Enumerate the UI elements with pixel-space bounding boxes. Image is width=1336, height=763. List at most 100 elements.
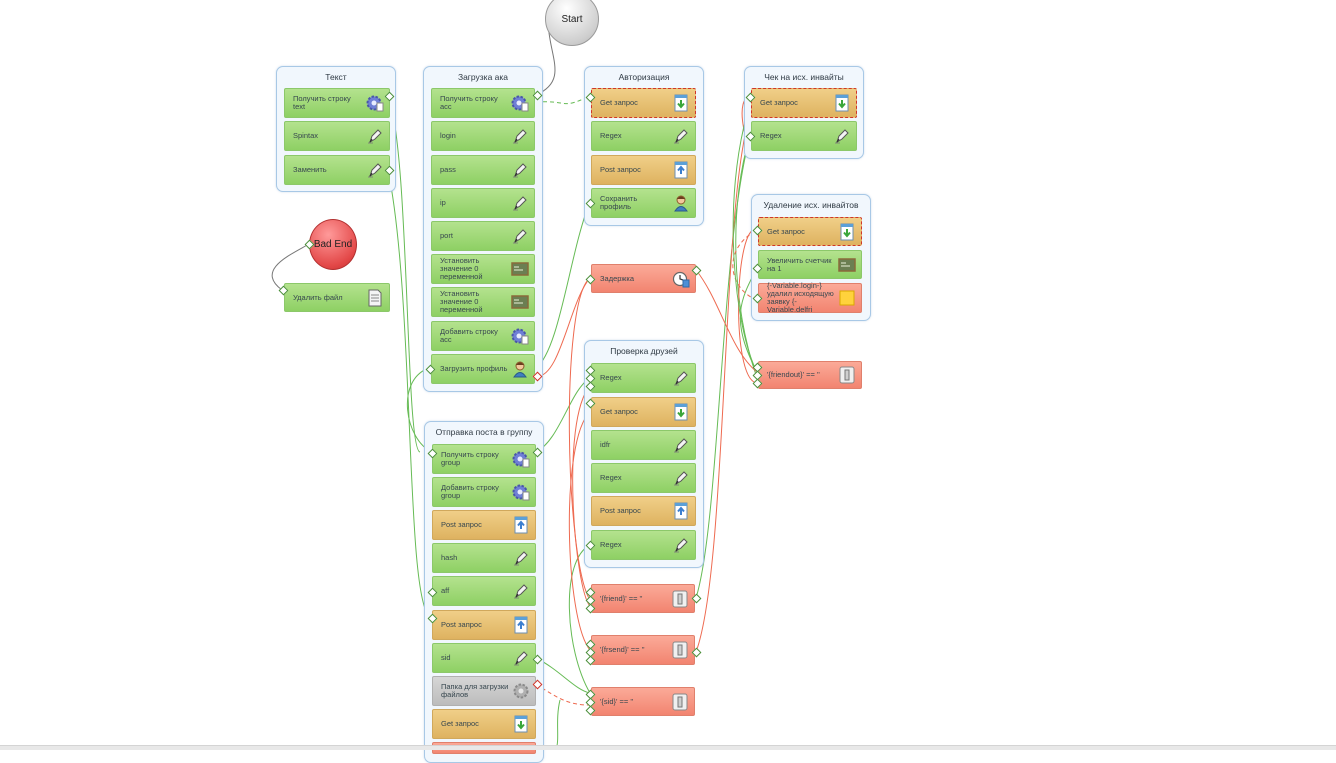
wire-delay-to-out [695, 269, 758, 373]
action-node-p5[interactable]: Post запрос [591, 496, 696, 526]
group-title: Чек на исх. инвайты [764, 72, 844, 82]
action-node-z4[interactable]: ip [431, 188, 535, 218]
action-node-a1[interactable]: Get запрос [591, 88, 696, 118]
wire-friend-to-check [695, 135, 751, 599]
action-node-if2[interactable]: '{friend}' == '' [591, 584, 695, 613]
start-node[interactable]: Start [545, 0, 599, 46]
action-label: Regex [600, 373, 622, 382]
action-label: Regex [760, 131, 782, 140]
action-node-z2[interactable]: login [431, 121, 535, 151]
action-label: Задержка [600, 273, 635, 283]
action-node-t3[interactable]: Заменить [284, 155, 390, 185]
download-icon [672, 403, 690, 421]
action-node-p6[interactable]: Regex [591, 530, 696, 560]
group-title: Авторизация [618, 72, 670, 82]
action-node-a4[interactable]: Сохранить профиль [591, 188, 696, 218]
action-label: Get запрос [600, 98, 638, 107]
action-node-zad[interactable]: Задержка [591, 264, 696, 293]
switch-icon [671, 641, 689, 659]
action-node-c2[interactable]: Regex [751, 121, 857, 151]
pen-icon [672, 127, 690, 145]
pen-icon [672, 369, 690, 387]
action-label: '{sid}' == '' [600, 696, 634, 706]
action-node-u2[interactable]: Увеличить счетчик на 1 [758, 250, 862, 279]
action-node-z9[interactable]: Загрузить профиль [431, 354, 535, 384]
start-label: Start [561, 13, 583, 25]
wire-frsend-to-get [695, 99, 758, 653]
download-icon [838, 223, 856, 241]
action-node-z6[interactable]: Установить значение 0 переменной [431, 254, 535, 284]
action-node-p3[interactable]: idfr [591, 430, 696, 460]
switch-icon [671, 693, 689, 711]
action-node-a2[interactable]: Regex [591, 121, 696, 151]
action-node-z3[interactable]: pass [431, 155, 535, 185]
action-label: port [440, 231, 453, 240]
upload-icon [512, 516, 530, 534]
action-label: Spintax [293, 131, 319, 140]
action-node-z7[interactable]: Установить значение 0 переменной [431, 287, 535, 317]
action-node-o6[interactable]: Post запрос [432, 610, 536, 640]
gear-gray-icon [512, 682, 530, 700]
pen-icon [511, 161, 529, 179]
action-label: '{friend}' == '' [600, 593, 643, 603]
group-title: Текст [325, 72, 347, 82]
switch-icon [838, 366, 856, 384]
pen-icon [512, 582, 530, 600]
action-label: hash [441, 553, 458, 562]
action-node-o9[interactable]: Get запрос [432, 709, 536, 739]
action-label: Установить значение 0 переменной [440, 289, 483, 314]
action-label: Regex [600, 473, 622, 482]
action-node-o1[interactable]: Получить строку group [432, 444, 536, 474]
bad-end-node[interactable]: Bad End [309, 219, 357, 270]
action-label: Загрузить профиль [440, 364, 508, 373]
gear-icon [366, 94, 384, 112]
action-node-o7[interactable]: sid [432, 643, 536, 673]
action-node-o5[interactable]: aff [432, 576, 536, 606]
action-label: Get запрос [760, 98, 798, 107]
action-node-if4[interactable]: '{sid}' == '' [591, 687, 695, 716]
action-node-o4[interactable]: hash [432, 543, 536, 573]
action-node-c1[interactable]: Get запрос [751, 88, 857, 118]
action-label: Получить строку group [441, 450, 499, 467]
action-label: '{frsend}' == '' [600, 645, 645, 654]
gear-icon [511, 327, 529, 345]
action-node-z8[interactable]: Добавить строку acc [431, 321, 535, 351]
action-label: aff [441, 586, 450, 595]
action-label: '{friendout}' == '' [767, 370, 820, 379]
action-node-o3[interactable]: Post запрос [432, 510, 536, 540]
horizontal-scrollbar[interactable] [0, 745, 1336, 750]
action-label: Post запрос [441, 520, 482, 529]
action-node-z1[interactable]: Получить строку acc [431, 88, 535, 118]
action-node-z5[interactable]: port [431, 221, 535, 251]
action-label: Установить значение 0 переменной [440, 256, 483, 281]
action-node-a3[interactable]: Post запрос [591, 155, 696, 185]
action-node-o8[interactable]: Папка для загрузки файлов [432, 676, 536, 706]
action-label: Get запрос [767, 226, 805, 236]
board-icon [511, 260, 529, 278]
action-node-u1[interactable]: Get запрос [758, 217, 862, 246]
action-node-if3[interactable]: '{frsend}' == '' [591, 635, 695, 665]
action-label: Увеличить счетчик на 1 [767, 255, 832, 273]
action-node-t2[interactable]: Spintax [284, 121, 390, 151]
action-label: Добавить строку group [441, 483, 499, 500]
wire-load-fail [535, 277, 591, 377]
action-label: {-Variable.login-} удалил исходящую заяв… [767, 281, 834, 314]
action-label: Regex [600, 540, 622, 549]
gear-icon [512, 450, 530, 468]
action-node-t1[interactable]: Получить строку text [284, 88, 390, 118]
action-node-p2[interactable]: Get запрос [591, 397, 696, 427]
action-label: Сохранить профиль [600, 194, 638, 211]
action-node-u3[interactable]: {-Variable.login-} удалил исходящую заяв… [758, 281, 862, 314]
action-node-o2[interactable]: Добавить строку group [432, 477, 536, 507]
action-node-p1[interactable]: Regex [591, 363, 696, 393]
upload-icon [672, 502, 690, 520]
action-node-if1[interactable]: '{friendout}' == '' [758, 361, 862, 389]
download-icon [672, 94, 690, 112]
action-node-p4[interactable]: Regex [591, 463, 696, 493]
action-node-del[interactable]: Удалить файл [284, 283, 390, 312]
action-label: idfr [600, 440, 611, 449]
download-icon [833, 94, 851, 112]
action-label: Папка для загрузки файлов [441, 682, 509, 699]
action-label: login [440, 131, 456, 140]
